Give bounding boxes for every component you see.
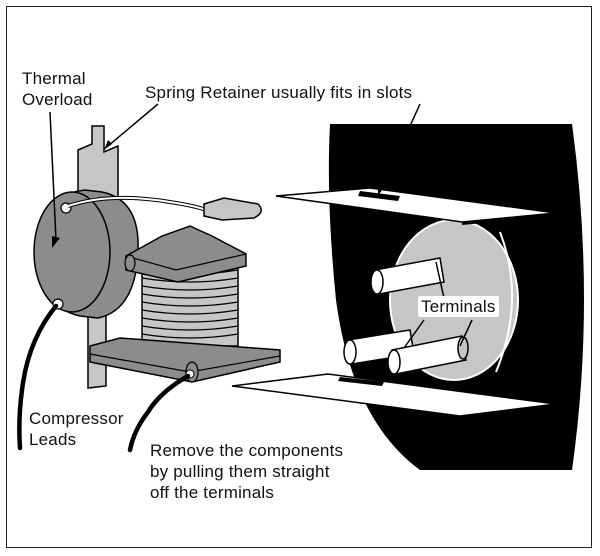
leader-terminal-right	[459, 319, 473, 347]
lower-retainer-plate	[231, 373, 557, 419]
start-relay	[89, 225, 281, 383]
overload-terminal-clip	[203, 197, 262, 221]
compressor-lead-right	[127, 373, 191, 453]
leader-spring-retainer-bracket	[107, 103, 159, 147]
leader-terminal-top	[435, 261, 445, 299]
leader-lines	[49, 103, 473, 349]
compressor-lead-left	[17, 303, 59, 451]
upper-retainer-plate	[275, 187, 557, 225]
leader-thermal-overload	[49, 111, 57, 241]
terminal-pin-top	[370, 257, 445, 295]
leader-terminal-left	[403, 319, 425, 349]
terminal-pin-right	[387, 335, 469, 375]
label-thermal-overload: Thermal Overload	[22, 69, 93, 109]
label-spring-retainer: Spring Retainer usually fits in slots	[142, 82, 416, 103]
label-remove-instructions: Remove the components by pulling them st…	[147, 440, 347, 503]
leader-spring-retainer-slot	[379, 103, 421, 193]
terminal-pins	[343, 257, 469, 375]
thermal-overload	[33, 189, 139, 319]
label-terminals: Terminals	[418, 296, 499, 317]
label-compressor-leads: Compressor Leads	[26, 408, 127, 450]
